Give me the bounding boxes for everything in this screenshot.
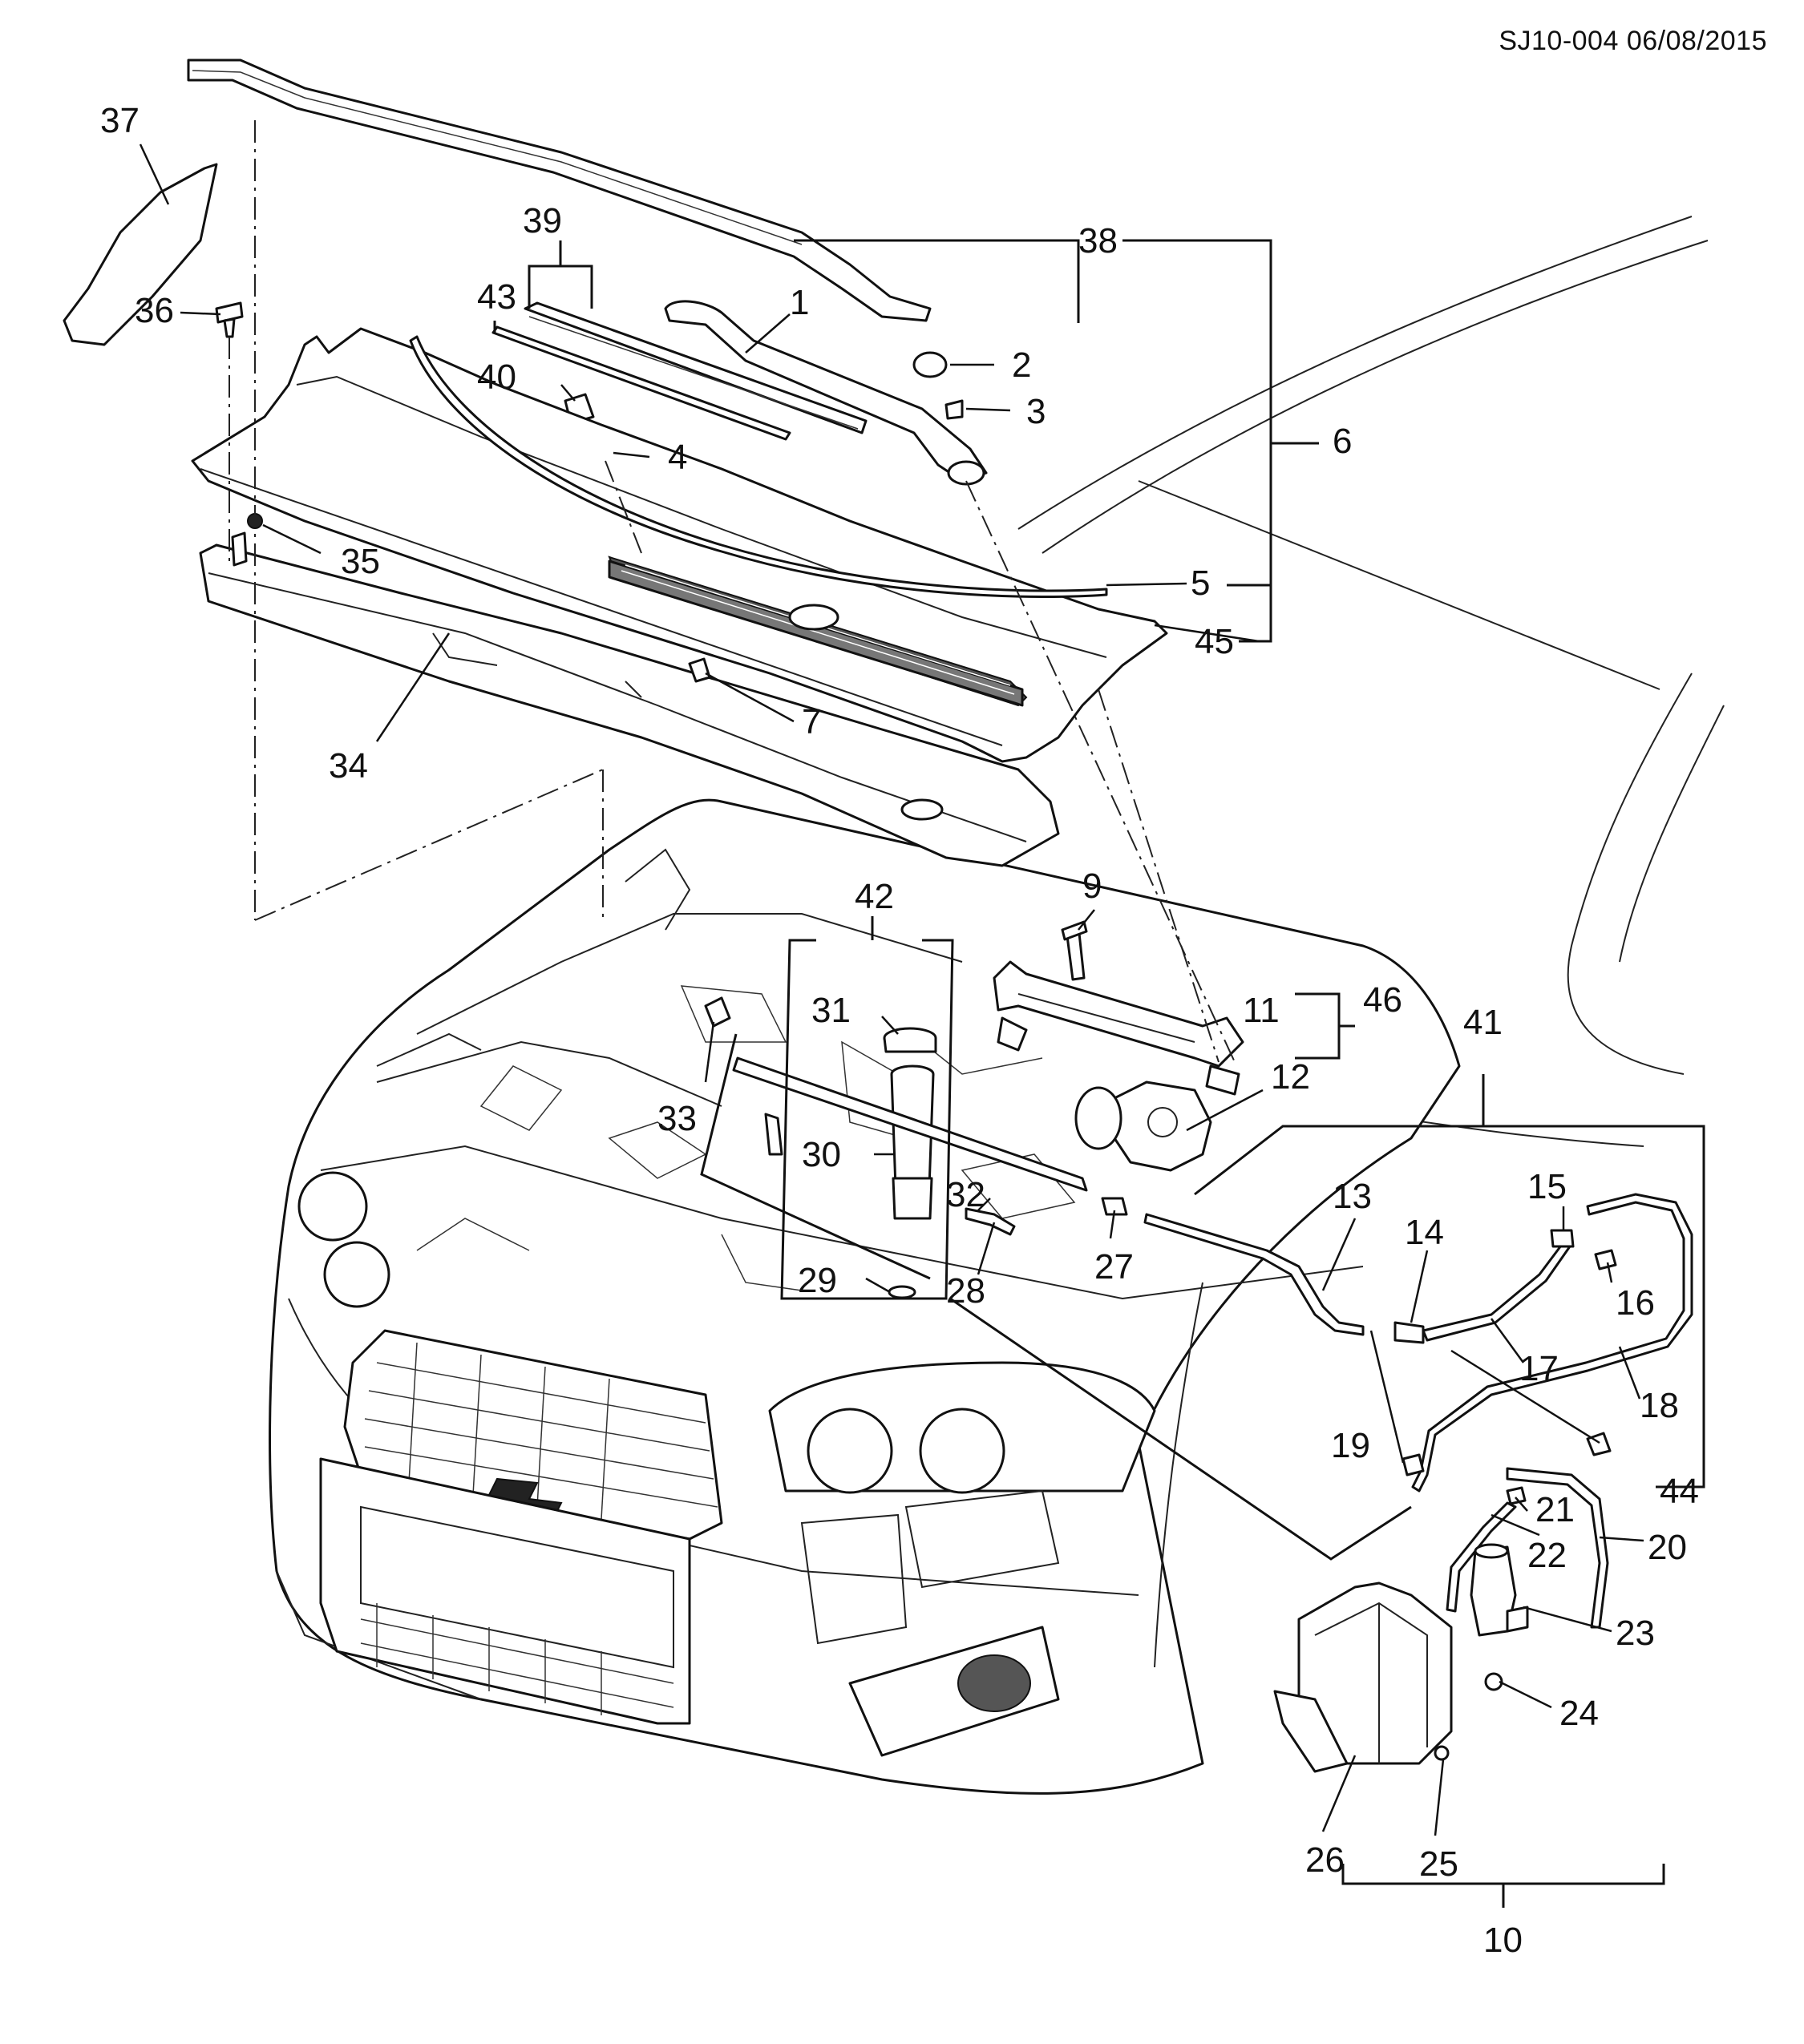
connector-27 <box>1101 1197 1128 1216</box>
diagram-reference-code: SJ10-004 06/08/2015 <box>1499 26 1767 56</box>
seal-29 <box>888 1285 916 1299</box>
cowl-panel-45 <box>191 327 1168 763</box>
washer-hose-32 <box>732 1056 1088 1192</box>
wiper-motor-12 <box>1074 1081 1212 1172</box>
callout-41: 41 <box>1463 1003 1503 1042</box>
filler-cap-31 <box>883 1027 937 1053</box>
callout-13: 13 <box>1333 1177 1372 1216</box>
callout-10: 10 <box>1483 1921 1523 1960</box>
lower-grille-mesh <box>360 1603 674 1715</box>
callout-43: 43 <box>477 277 516 317</box>
callout-15: 15 <box>1527 1167 1567 1206</box>
callout-26: 26 <box>1305 1840 1345 1880</box>
callout-46: 46 <box>1363 980 1402 1020</box>
callout-12: 12 <box>1271 1057 1310 1097</box>
push-pin-36 <box>215 301 244 338</box>
callout-16: 16 <box>1616 1283 1655 1323</box>
callout-44: 44 <box>1660 1472 1699 1511</box>
callout-11: 11 <box>1243 991 1280 1030</box>
cowl-seal-5 <box>409 335 1108 599</box>
callout-34: 34 <box>329 746 368 786</box>
phantom-lines <box>229 120 1236 1063</box>
callout-37: 37 <box>100 101 140 140</box>
callout-7: 7 <box>802 702 821 741</box>
callout-3: 3 <box>1026 392 1046 431</box>
callout-17: 17 <box>1519 1349 1559 1388</box>
connector-15 <box>1550 1229 1575 1248</box>
callout-20: 20 <box>1648 1528 1687 1567</box>
group-brackets <box>493 239 1705 1908</box>
wiper-transmission-11 <box>993 960 1244 1096</box>
washer-hose-13 <box>1143 1213 1365 1336</box>
callout-31: 31 <box>811 991 851 1030</box>
callout-40: 40 <box>477 357 516 397</box>
windshield-outline <box>1017 216 1725 1147</box>
lower-plenum-34 <box>199 531 1060 867</box>
callout-28: 28 <box>946 1271 985 1311</box>
callout-22: 22 <box>1527 1536 1567 1575</box>
callout-39: 39 <box>523 201 562 240</box>
callout-32: 32 <box>946 1175 985 1214</box>
callout-24: 24 <box>1559 1694 1599 1733</box>
clip-19 <box>1402 1453 1425 1476</box>
callout-27: 27 <box>1094 1247 1134 1287</box>
bolt-9 <box>1061 920 1088 981</box>
callout-23: 23 <box>1616 1614 1655 1653</box>
callout-42: 42 <box>855 877 894 916</box>
callout-45: 45 <box>1195 622 1234 661</box>
callout-35: 35 <box>341 542 380 581</box>
side-seal-37 <box>63 163 218 346</box>
filler-pipe-30 <box>890 1064 935 1220</box>
callout-9: 9 <box>1082 866 1102 906</box>
callout-1: 1 <box>790 283 809 322</box>
clip-16 <box>1594 1249 1617 1270</box>
callout-2: 2 <box>1012 345 1031 385</box>
clip-33 <box>704 996 731 1028</box>
callout-38: 38 <box>1078 221 1118 261</box>
callout-30: 30 <box>802 1135 841 1174</box>
grommet-24 <box>1484 1672 1503 1691</box>
car-front-body <box>269 798 1461 1795</box>
seal-25 <box>1434 1745 1450 1761</box>
callout-6: 6 <box>1333 422 1352 461</box>
callout-19: 19 <box>1331 1426 1370 1465</box>
upper-grille-mesh <box>364 1342 718 1520</box>
wiper-arm-1 <box>664 300 988 486</box>
callout-21: 21 <box>1535 1490 1575 1529</box>
callout-labels: 1 2 3 4 5 6 7 9 10 11 12 13 14 15 16 17 … <box>100 101 1699 1960</box>
top-seal-channel <box>187 59 932 322</box>
callout-25: 25 <box>1419 1844 1458 1884</box>
washer-pump-23 <box>1470 1543 1529 1637</box>
connector-14 <box>1393 1321 1425 1344</box>
callout-18: 18 <box>1640 1386 1679 1425</box>
clip-7 <box>688 657 711 683</box>
callout-29: 29 <box>798 1261 837 1300</box>
washer-reservoir-26 <box>1273 1581 1453 1773</box>
washer-hose-18 <box>1411 1193 1693 1493</box>
callout-36: 36 <box>135 291 174 330</box>
arm-cap-2 <box>912 351 948 378</box>
washer-hose-20 <box>1506 1467 1609 1629</box>
callout-33: 33 <box>657 1099 697 1138</box>
washer-hose-22 <box>1446 1501 1517 1613</box>
connector-21 <box>1506 1486 1527 1505</box>
callout-4: 4 <box>668 438 687 477</box>
washer-hose-28 <box>965 1207 1016 1236</box>
leader-lines <box>139 143 1644 1836</box>
callout-14: 14 <box>1405 1213 1444 1252</box>
callout-5: 5 <box>1191 564 1210 603</box>
arm-nut-3 <box>944 399 964 420</box>
wiper-blade-39 <box>524 301 868 434</box>
